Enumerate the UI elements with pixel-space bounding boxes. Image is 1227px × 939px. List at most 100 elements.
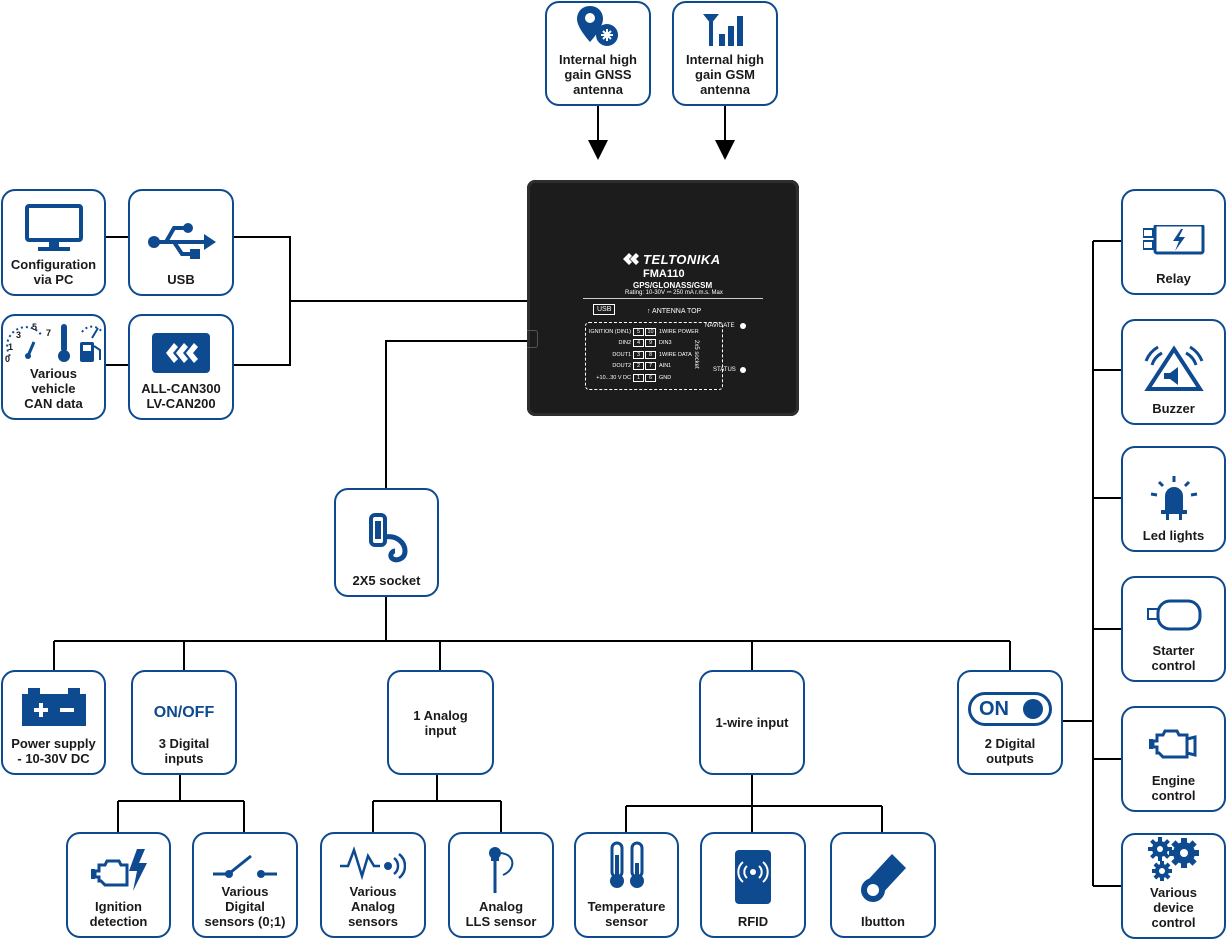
temperature-label-1: Temperature xyxy=(587,899,666,914)
ignition-box: Ignition detection xyxy=(66,832,171,938)
can-adapter-label-2: LV-CAN200 xyxy=(146,396,216,411)
pinout-frame xyxy=(585,322,723,390)
gnss-location-icon xyxy=(577,6,618,46)
digital-in-label-1: 3 Digital xyxy=(158,736,210,751)
gsm-signal-icon xyxy=(703,14,743,46)
can-data-label-3: CAN data xyxy=(24,396,83,411)
ibutton-key-icon xyxy=(861,854,906,902)
usb-label: USB xyxy=(167,272,195,287)
ibutton-box: Ibutton xyxy=(830,832,936,938)
gnss-label-1: Internal high xyxy=(559,52,637,67)
digital-out-label-1: 2 Digital xyxy=(984,736,1036,751)
pin-number-a: 1 xyxy=(633,373,644,382)
engine-label-2: control xyxy=(1151,788,1196,803)
device-brand: TELTONIKA xyxy=(643,252,721,267)
ignition-label-1: Ignition xyxy=(95,899,142,914)
pc-label-1: Configuration xyxy=(10,257,97,272)
can-data-box: 0 1 3 5 7 Various vehicle CAN data xyxy=(1,314,106,420)
can-data-label-1: Various xyxy=(30,366,77,381)
on-off-badge: ON/OFF xyxy=(153,704,215,721)
analog-sensors-label-2: Analog xyxy=(350,899,396,914)
gauge-num-1: 1 xyxy=(8,342,13,352)
on-pill-text: ON xyxy=(979,698,1009,720)
starter-label-1: Starter xyxy=(1152,643,1195,658)
gsm-label-2: gain GSM xyxy=(695,67,755,82)
usb-icon xyxy=(148,223,216,259)
digital-sensors-label-3: sensors (0;1) xyxy=(204,914,286,929)
status-led: STATUS xyxy=(713,367,736,373)
relay-icon xyxy=(1142,225,1204,255)
pin-number-b: 6 xyxy=(645,373,656,382)
can-adapter-box: ALL-CAN300 LV-CAN200 xyxy=(128,314,234,420)
lls-label-2: LLS sensor xyxy=(465,914,537,929)
gears-icon xyxy=(1147,837,1199,881)
vehicle-gauges-icon: 0 1 3 5 7 xyxy=(5,322,103,364)
pin-label-left: DOUT2 xyxy=(612,363,631,370)
pin-label-right: 1WIRE DATA xyxy=(659,351,692,358)
lls-sensor-box: Analog LLS sensor xyxy=(448,832,554,938)
pin-number-a: 3 xyxy=(633,350,644,359)
analog-sensors-label-3: sensors xyxy=(348,914,398,929)
rfid-label: RFID xyxy=(737,914,769,929)
gsm-label-1: Internal high xyxy=(686,52,764,67)
pin-label-left: IGNITION (DIN1) xyxy=(588,328,631,335)
starter-control-box: Starter control xyxy=(1121,576,1226,682)
socket-connector-icon xyxy=(368,513,408,563)
device-control-box: Various device control xyxy=(1121,833,1226,939)
power-supply-box: Power supply - 10-30V DC xyxy=(1,670,106,775)
gnss-label-2: gain GNSS xyxy=(564,67,632,82)
digital-outputs-box: ON 2 Digital outputs xyxy=(957,670,1063,775)
status-led-dot xyxy=(740,367,746,373)
led-label: Led lights xyxy=(1142,528,1205,543)
fma110-device: TELTONIKA FMA110 GPS/GLONASS/GSM Rating:… xyxy=(527,180,799,416)
engine-control-box: Engine control xyxy=(1121,706,1226,812)
led-icon xyxy=(1150,476,1197,520)
analog-sensors-box: Various Analog sensors xyxy=(320,832,426,938)
starter-label-2: control xyxy=(1151,658,1196,673)
analog-sensors-label-1: Various xyxy=(349,884,397,899)
onewire-label: 1-wire input xyxy=(715,715,789,730)
pin-number-b: 8 xyxy=(645,350,656,359)
socket-box: 2X5 socket xyxy=(334,488,439,597)
engine-icon xyxy=(1148,729,1196,759)
socket-label: 2X5 socket xyxy=(352,573,421,588)
engine-bolt-icon xyxy=(90,849,147,891)
onewire-input-box: 1-wire input xyxy=(699,670,805,775)
power-label-2: - 10-30V DC xyxy=(17,751,90,766)
switch-icon xyxy=(213,854,277,878)
pin-label-right: 1WIRE POWER xyxy=(659,328,699,335)
pin-number-a: 4 xyxy=(633,339,644,348)
pc-config-box: Configuration via PC xyxy=(1,189,106,296)
gsm-label-3: antenna xyxy=(700,82,750,97)
gnss-antenna-box: Internal high gain GNSS antenna xyxy=(545,1,651,106)
pin-number-b: 7 xyxy=(645,362,656,371)
buzzer-label: Buzzer xyxy=(1152,401,1195,416)
gnss-label-3: antenna xyxy=(573,82,623,97)
device-ctrl-label-1: Various xyxy=(1150,885,1197,900)
device-ctrl-label-2: device xyxy=(1153,900,1194,915)
digital-in-label-2: inputs xyxy=(164,751,204,766)
gauge-num-3: 3 xyxy=(16,330,21,340)
analog-in-label-1: 1 Analog xyxy=(413,707,468,723)
can-adapter-label-1: ALL-CAN300 xyxy=(141,381,221,396)
battery-icon xyxy=(21,688,86,726)
device-rating: Rating: 10-30V ⎓ 250 mA r.m.s. Max xyxy=(625,290,723,296)
gsm-antenna-box: Internal high gain GSM antenna xyxy=(672,1,778,106)
pin-label-left: DIN2 xyxy=(618,340,631,347)
device-side-port xyxy=(527,330,538,348)
thermometer-icon xyxy=(609,841,644,888)
digital-sensors-label-2: Digital xyxy=(225,899,265,914)
rfid-box: RFID xyxy=(700,832,806,938)
led-lights-box: Led lights xyxy=(1121,446,1226,552)
device-usb-port: USB xyxy=(593,304,616,315)
starter-motor-icon xyxy=(1146,599,1201,631)
on-pill-icon: ON xyxy=(968,692,1052,726)
gauge-num-7: 7 xyxy=(46,328,51,338)
device-model: FMA110 xyxy=(643,268,685,280)
can-adapter-icon xyxy=(152,333,210,373)
